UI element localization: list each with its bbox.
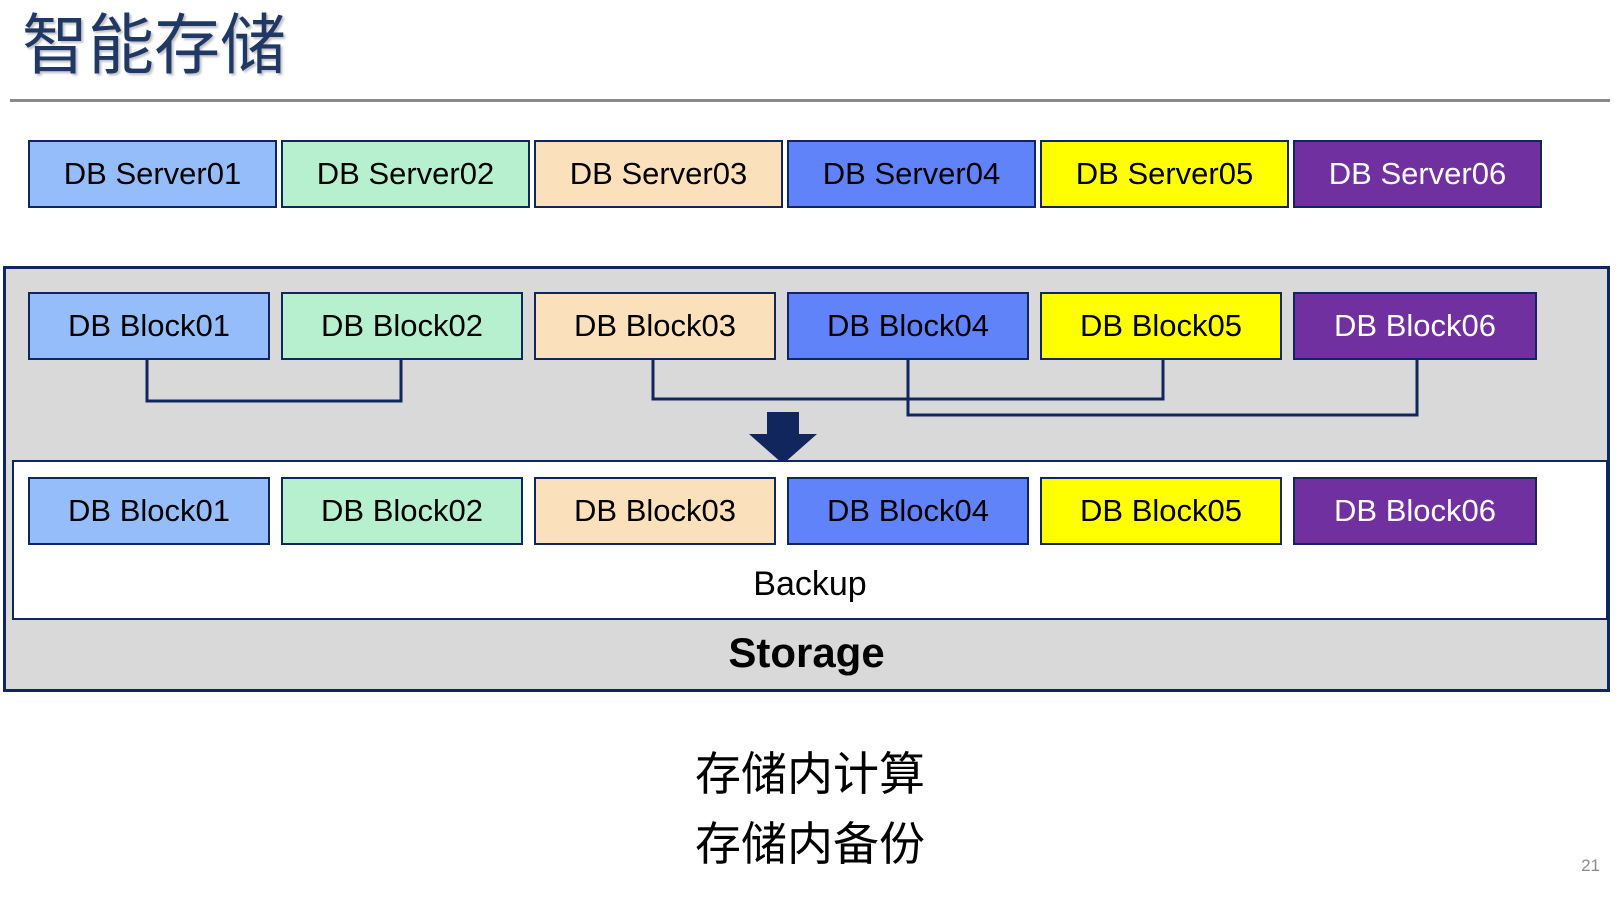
db-block-backup-box-label: DB Block01 xyxy=(68,493,230,528)
db-server-box-6[interactable]: DB Server06 xyxy=(1293,140,1542,208)
db-block-backup-box-label: DB Block03 xyxy=(574,493,736,528)
db-block-primary-box-1[interactable]: DB Block01 xyxy=(28,292,270,360)
db-block-backup-box-1[interactable]: DB Block01 xyxy=(28,477,270,545)
db-server-box-1[interactable]: DB Server01 xyxy=(28,140,277,208)
page-title: 智能存储 xyxy=(22,8,286,82)
db-server-box-label: DB Server01 xyxy=(63,156,242,191)
page-number: 21 xyxy=(1581,856,1600,875)
db-block-primary-box-label: DB Block03 xyxy=(574,308,736,343)
title-divider xyxy=(10,99,1610,102)
db-server-box-label: DB Server04 xyxy=(822,156,1001,191)
db-server-box-label: DB Server06 xyxy=(1328,156,1507,191)
db-block-primary-box-2[interactable]: DB Block02 xyxy=(281,292,523,360)
db-server-box-3[interactable]: DB Server03 xyxy=(534,140,783,208)
db-block-backup-box-label: DB Block02 xyxy=(321,493,483,528)
db-block-backup-box-4[interactable]: DB Block04 xyxy=(787,477,1029,545)
db-server-box-label: DB Server02 xyxy=(316,156,495,191)
caption-in-storage-compute: 存储内计算 xyxy=(695,748,925,800)
db-block-backup-box-label: DB Block06 xyxy=(1334,493,1496,528)
db-block-primary-box-label: DB Block05 xyxy=(1080,308,1242,343)
db-server-box-4[interactable]: DB Server04 xyxy=(787,140,1036,208)
db-block-primary-box-label: DB Block06 xyxy=(1334,308,1496,343)
backup-label: Backup xyxy=(753,565,867,603)
db-server-box-2[interactable]: DB Server02 xyxy=(281,140,530,208)
db-server-box-label: DB Server03 xyxy=(569,156,748,191)
db-block-backup-box-6[interactable]: DB Block06 xyxy=(1293,477,1537,545)
db-block-primary-box-5[interactable]: DB Block05 xyxy=(1040,292,1282,360)
db-block-primary-box-3[interactable]: DB Block03 xyxy=(534,292,776,360)
db-block-backup-box-5[interactable]: DB Block05 xyxy=(1040,477,1282,545)
db-block-backup-box-3[interactable]: DB Block03 xyxy=(534,477,776,545)
db-block-backup-box-2[interactable]: DB Block02 xyxy=(281,477,523,545)
db-block-primary-box-6[interactable]: DB Block06 xyxy=(1293,292,1537,360)
storage-label: Storage xyxy=(728,629,885,676)
db-block-primary-box-4[interactable]: DB Block04 xyxy=(787,292,1029,360)
db-block-primary-box-label: DB Block01 xyxy=(68,308,230,343)
db-block-primary-box-label: DB Block02 xyxy=(321,308,483,343)
db-block-primary-box-label: DB Block04 xyxy=(827,308,989,343)
caption-in-storage-backup: 存储内备份 xyxy=(695,818,925,870)
db-block-backup-box-label: DB Block05 xyxy=(1080,493,1242,528)
db-block-backup-box-label: DB Block04 xyxy=(827,493,989,528)
db-server-box-label: DB Server05 xyxy=(1075,156,1254,191)
db-server-box-5[interactable]: DB Server05 xyxy=(1040,140,1289,208)
